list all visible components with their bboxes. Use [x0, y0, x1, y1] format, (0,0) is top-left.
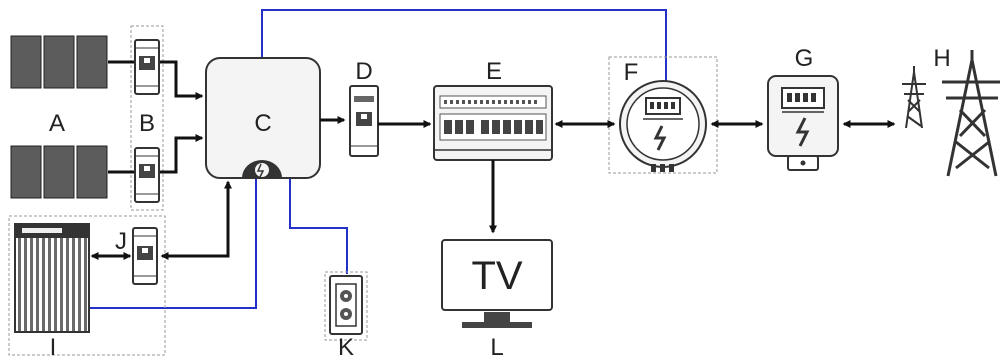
label-i: I	[50, 334, 57, 360]
power-tower-large	[942, 50, 1000, 177]
wire-breaker-j-to-inverter	[160, 180, 232, 260]
label-b: B	[139, 110, 155, 137]
tv-label: TV	[471, 254, 522, 298]
battery-storage	[14, 223, 90, 333]
television	[441, 239, 553, 328]
battery-group-box	[8, 215, 166, 356]
label-c: C	[254, 110, 271, 137]
distribution-panel	[433, 85, 553, 161]
smart-meter	[619, 80, 707, 172]
label-g: G	[795, 45, 814, 72]
power-outlet	[329, 275, 363, 335]
label-e: E	[486, 58, 502, 85]
label-f: F	[624, 59, 639, 86]
label-h: H	[933, 45, 950, 72]
comm-line-inverter-to-outlet	[289, 178, 348, 274]
dc-breaker-top	[134, 39, 160, 95]
meter-box-f	[608, 56, 718, 174]
label-j: J	[115, 228, 127, 255]
solar-panel-array-bottom	[10, 145, 108, 199]
power-tower-small	[902, 66, 926, 129]
hybrid-inverter	[205, 57, 321, 179]
solar-panel-array-top	[10, 35, 108, 89]
label-l: L	[490, 334, 503, 360]
wire-breaker-top-to-inverter	[160, 60, 204, 100]
label-d: D	[355, 58, 372, 85]
utility-meter	[767, 75, 839, 171]
comm-line-inverter-to-battery	[88, 178, 257, 309]
wire-breaker-bottom-to-inverter	[160, 134, 204, 174]
comm-line-inverter-to-meter	[261, 9, 667, 95]
outlet-box-k	[324, 271, 368, 341]
label-a: A	[49, 110, 65, 137]
battery-breaker	[132, 227, 158, 285]
label-k: K	[338, 334, 354, 360]
dc-breaker-bottom	[134, 147, 160, 203]
ac-breaker	[349, 85, 379, 157]
breaker-group-box-b	[130, 25, 164, 211]
